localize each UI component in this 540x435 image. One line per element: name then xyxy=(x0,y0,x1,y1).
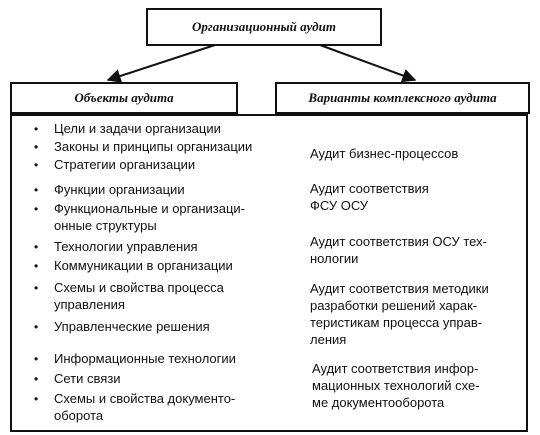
arrow-to-objects xyxy=(106,44,216,83)
bullet-dot: • xyxy=(34,352,39,366)
org-audit-title: Организационный аудит xyxy=(192,19,336,34)
bullet-dot: • xyxy=(34,392,39,406)
object-item: Коммуникации в организации xyxy=(54,258,233,273)
object-item: Схемы и свойства процесса управления xyxy=(54,280,224,312)
bullet-dot: • xyxy=(34,281,39,295)
objects-panel xyxy=(10,114,528,432)
arrow-to-variants xyxy=(319,44,417,83)
object-item: Информационные технологии xyxy=(54,351,236,366)
bullet-dot: • xyxy=(34,240,39,254)
bullet-dot: • xyxy=(34,202,39,216)
object-item: Функциональные и организаци- онные струк… xyxy=(54,201,246,233)
bullet-dot: • xyxy=(34,259,39,273)
bullet-dot: • xyxy=(34,372,39,386)
result-information-technology: Аудит соответствия инфор- мационных техн… xyxy=(312,361,480,410)
variants-header-box: Варианты комплексного аудита xyxy=(275,82,530,114)
result-business-processes: Аудит бизнес-процессов xyxy=(310,146,459,161)
object-item: Схемы и свойства документо- оборота xyxy=(54,391,236,423)
objects-header: Объекты аудита xyxy=(74,90,174,105)
object-item: Сети связи xyxy=(54,371,121,386)
result-osu-technology: Аудит соответствия ОСУ тех- нологии xyxy=(310,234,487,266)
variants-header: Варианты комплексного аудита xyxy=(308,90,497,105)
object-item: Технологии управления xyxy=(54,239,198,254)
bullet-dot: • xyxy=(34,122,39,136)
org-audit-title-box: Организационный аудит xyxy=(146,8,382,46)
object-item: Функции организации xyxy=(54,182,185,197)
bullet-dot: • xyxy=(34,320,39,334)
object-item: Цели и задачи организации xyxy=(54,121,221,136)
bullet-dot: • xyxy=(34,183,39,197)
bullet-dot: • xyxy=(34,158,39,172)
result-fsu-osu: Аудит соответствия ФСУ ОСУ xyxy=(310,181,429,213)
object-item: Управленческие решения xyxy=(54,319,210,334)
object-item: Законы и принципы организации xyxy=(54,139,253,154)
objects-header-box: Объекты аудита xyxy=(10,82,238,114)
result-methodology: Аудит соответствия методики разработки р… xyxy=(310,281,489,347)
bullet-dot: • xyxy=(34,140,39,154)
object-item: Стратегии организации xyxy=(54,157,196,172)
